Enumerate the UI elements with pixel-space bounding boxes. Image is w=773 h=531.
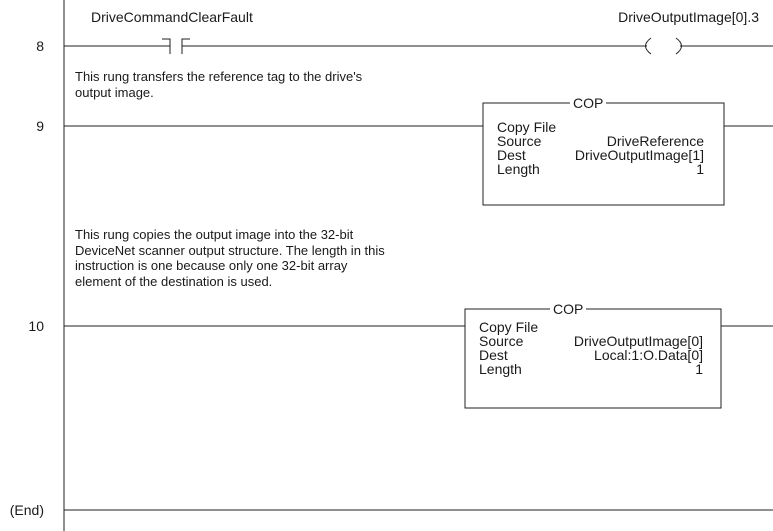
length-value[interactable]: 1 <box>695 361 703 377</box>
cop-box-rung-10 <box>464 308 722 409</box>
comment-line: instruction is one because only one 32-b… <box>75 258 348 273</box>
cop-instruction-rung-9[interactable]: Copy File Source DriveReference Dest Dri… <box>497 120 704 176</box>
rung-number-end: (End) <box>9 502 44 518</box>
dest-label: Dest <box>497 147 526 163</box>
rung-number-9: 9 <box>36 118 44 134</box>
xic-contact-icon <box>162 38 190 54</box>
contact-tag[interactable]: DriveCommandClearFault <box>91 9 253 25</box>
rung-9-comment: This rung transfers the reference tag to… <box>75 69 362 100</box>
length-label: Length <box>479 361 522 377</box>
source-label: Source <box>479 333 524 349</box>
source-value[interactable]: DriveOutputImage[0] <box>573 333 703 349</box>
rung-10-comment: This rung copies the output image into t… <box>75 227 385 289</box>
comment-line: output image. <box>75 84 154 100</box>
length-row: Length 1 <box>497 162 704 176</box>
source-row: Source DriveReference <box>497 134 704 148</box>
output-coil-icon <box>645 37 682 55</box>
dest-row: Dest DriveOutputImage[1] <box>497 148 704 162</box>
cop-instruction-rung-10[interactable]: Copy File Source DriveOutputImage[0] Des… <box>479 320 703 376</box>
dest-row: Dest Local:1:O.Data[0] <box>479 348 703 362</box>
source-row: Source DriveOutputImage[0] <box>479 334 703 348</box>
length-label: Length <box>497 161 540 177</box>
rung-10-wiring <box>64 308 773 409</box>
rung-number-10: 10 <box>28 318 44 334</box>
dest-value[interactable]: Local:1:O.Data[0] <box>594 347 703 363</box>
comment-line: This rung copies the output image into t… <box>75 227 354 242</box>
comment-line: element of the destination is used. <box>75 273 273 289</box>
comment-line: DeviceNet scanner output structure. The … <box>75 242 385 258</box>
cop-title-rung-10: COP <box>550 301 587 317</box>
instruction-title: Copy File <box>479 319 539 335</box>
source-value[interactable]: DriveReference <box>606 133 704 149</box>
rung-8-wiring <box>64 37 773 55</box>
length-value[interactable]: 1 <box>696 161 704 177</box>
instruction-title: Copy File <box>497 119 557 135</box>
source-label: Source <box>497 133 542 149</box>
comment-line: This rung transfers the reference tag to… <box>75 69 363 84</box>
coil-tag[interactable]: DriveOutputImage[0].3 <box>618 9 759 25</box>
rung-number-8: 8 <box>36 38 44 54</box>
dest-value[interactable]: DriveOutputImage[1] <box>574 147 704 163</box>
dest-label: Dest <box>479 347 508 363</box>
cop-title-rung-9: COP <box>570 95 607 111</box>
length-row: Length 1 <box>479 362 703 376</box>
